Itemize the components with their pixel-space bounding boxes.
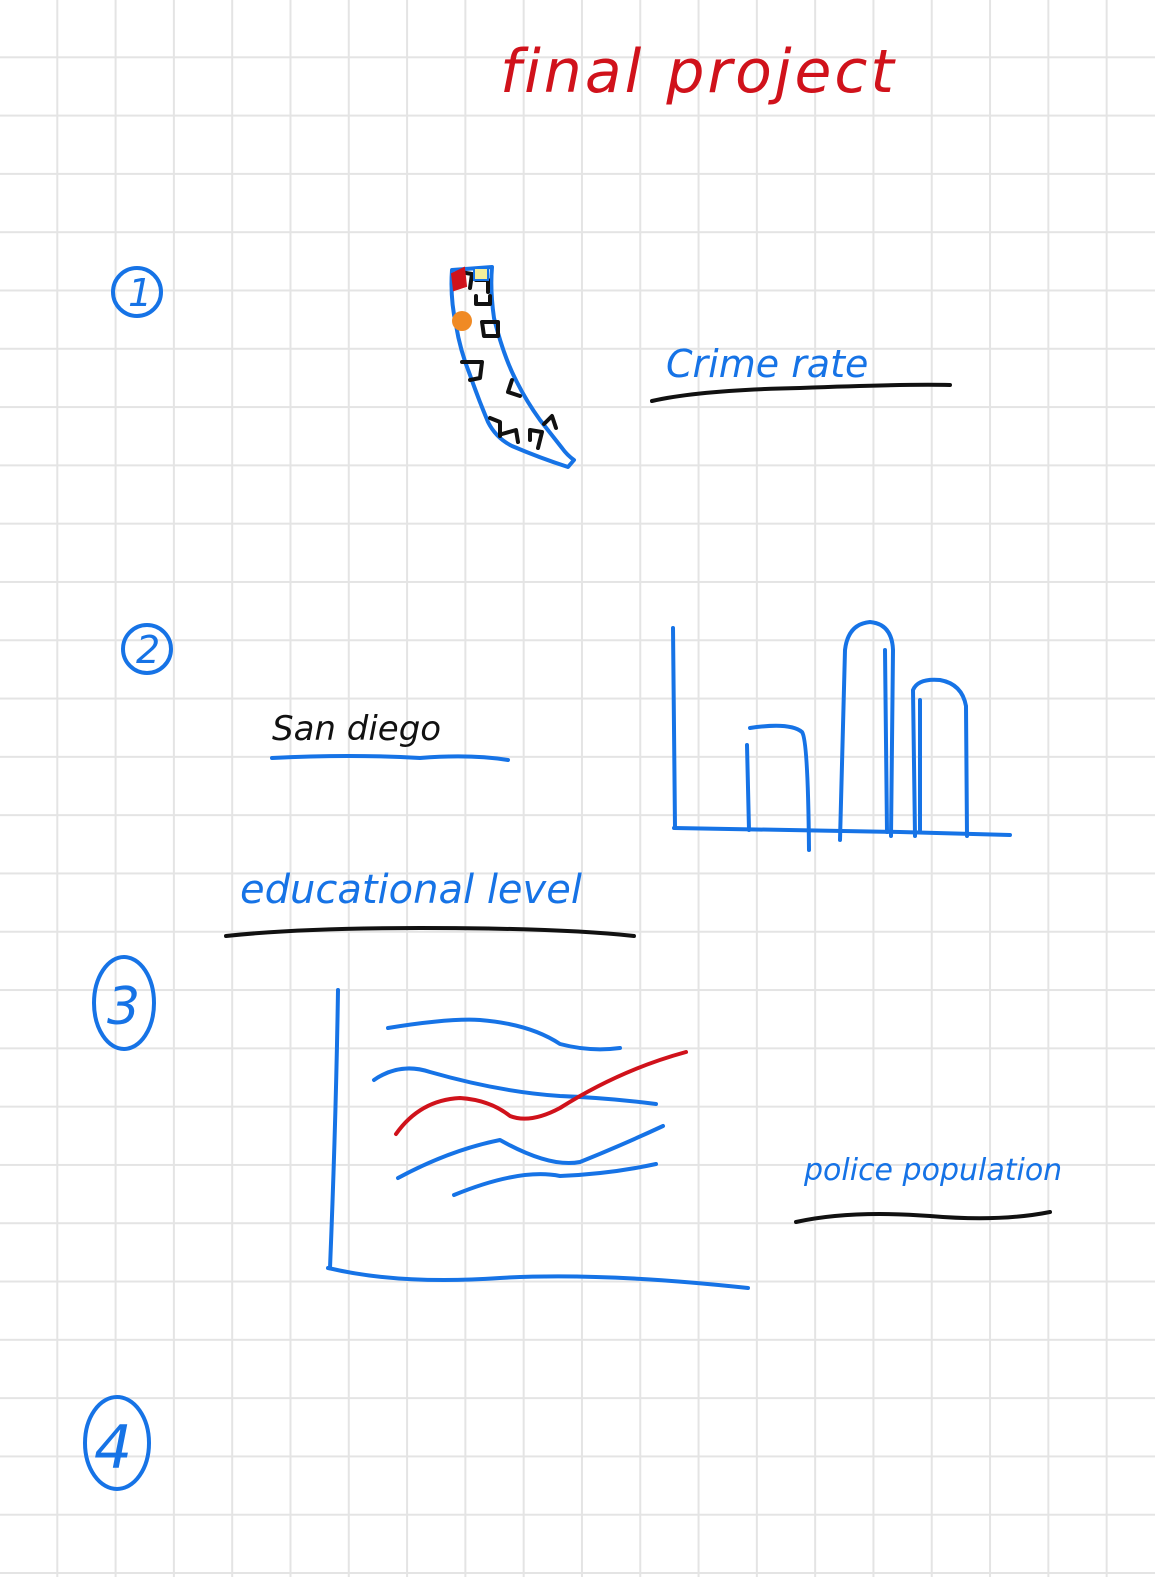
map-orange-marker xyxy=(452,311,472,331)
page-title: final project xyxy=(500,37,897,107)
county-boundary xyxy=(474,294,492,306)
educational-level-label: educational level xyxy=(240,867,582,913)
map-yellow-marker xyxy=(473,267,489,281)
section-3-number: 3 xyxy=(107,977,140,1037)
san-diego-underline xyxy=(270,754,510,762)
county-boundary xyxy=(542,414,558,430)
line-chart-series-line xyxy=(452,1162,658,1197)
section-2-number: 2 xyxy=(136,628,160,672)
section-3-circle xyxy=(92,955,156,1051)
county-boundary xyxy=(528,428,544,450)
map-red-marker xyxy=(450,266,468,292)
line-chart-series-line xyxy=(372,1066,658,1106)
county-boundary xyxy=(474,278,490,294)
line-chart-sketch xyxy=(326,988,750,1290)
line-chart-y-axis xyxy=(328,988,340,1270)
section-3: educational level 3 police population xyxy=(92,867,1062,1290)
county-boundary xyxy=(500,428,520,444)
bar-chart-bar xyxy=(838,620,895,842)
county-boundary xyxy=(506,378,522,398)
section-4-number: 4 xyxy=(94,1413,132,1483)
bar-chart-bar xyxy=(911,677,969,838)
line-chart-series-line xyxy=(386,1017,622,1052)
county-boundary xyxy=(488,416,502,438)
bar-chart-y-axis xyxy=(671,626,677,830)
police-population-underline xyxy=(794,1210,1052,1224)
county-boundary xyxy=(480,320,500,338)
california-map xyxy=(449,265,576,469)
bar-chart-x-axis xyxy=(672,826,1012,837)
educational-level-underline xyxy=(224,926,636,938)
bar-chart-sketch xyxy=(671,620,1012,852)
san-diego-label: San diego xyxy=(272,709,441,749)
bar-chart-bar xyxy=(745,723,811,852)
crime-rate-underline xyxy=(650,382,952,403)
section-1: 1 Crime rate xyxy=(111,265,952,469)
section-4-circle xyxy=(83,1395,151,1491)
line-chart-series-line xyxy=(396,1124,665,1180)
california-outline xyxy=(449,265,576,469)
line-chart-series-line-highlight xyxy=(394,1050,688,1136)
police-population-label: police population xyxy=(803,1153,1062,1188)
crime-rate-label: Crime rate xyxy=(666,342,868,386)
line-chart-x-axis xyxy=(326,1266,750,1290)
section-2-circle xyxy=(121,623,173,675)
county-boundary xyxy=(460,360,484,382)
section-2: 2 San diego xyxy=(121,620,1012,852)
section-1-circle xyxy=(111,266,163,318)
section-4: 4 xyxy=(83,1395,151,1491)
section-1-number: 1 xyxy=(128,271,152,315)
